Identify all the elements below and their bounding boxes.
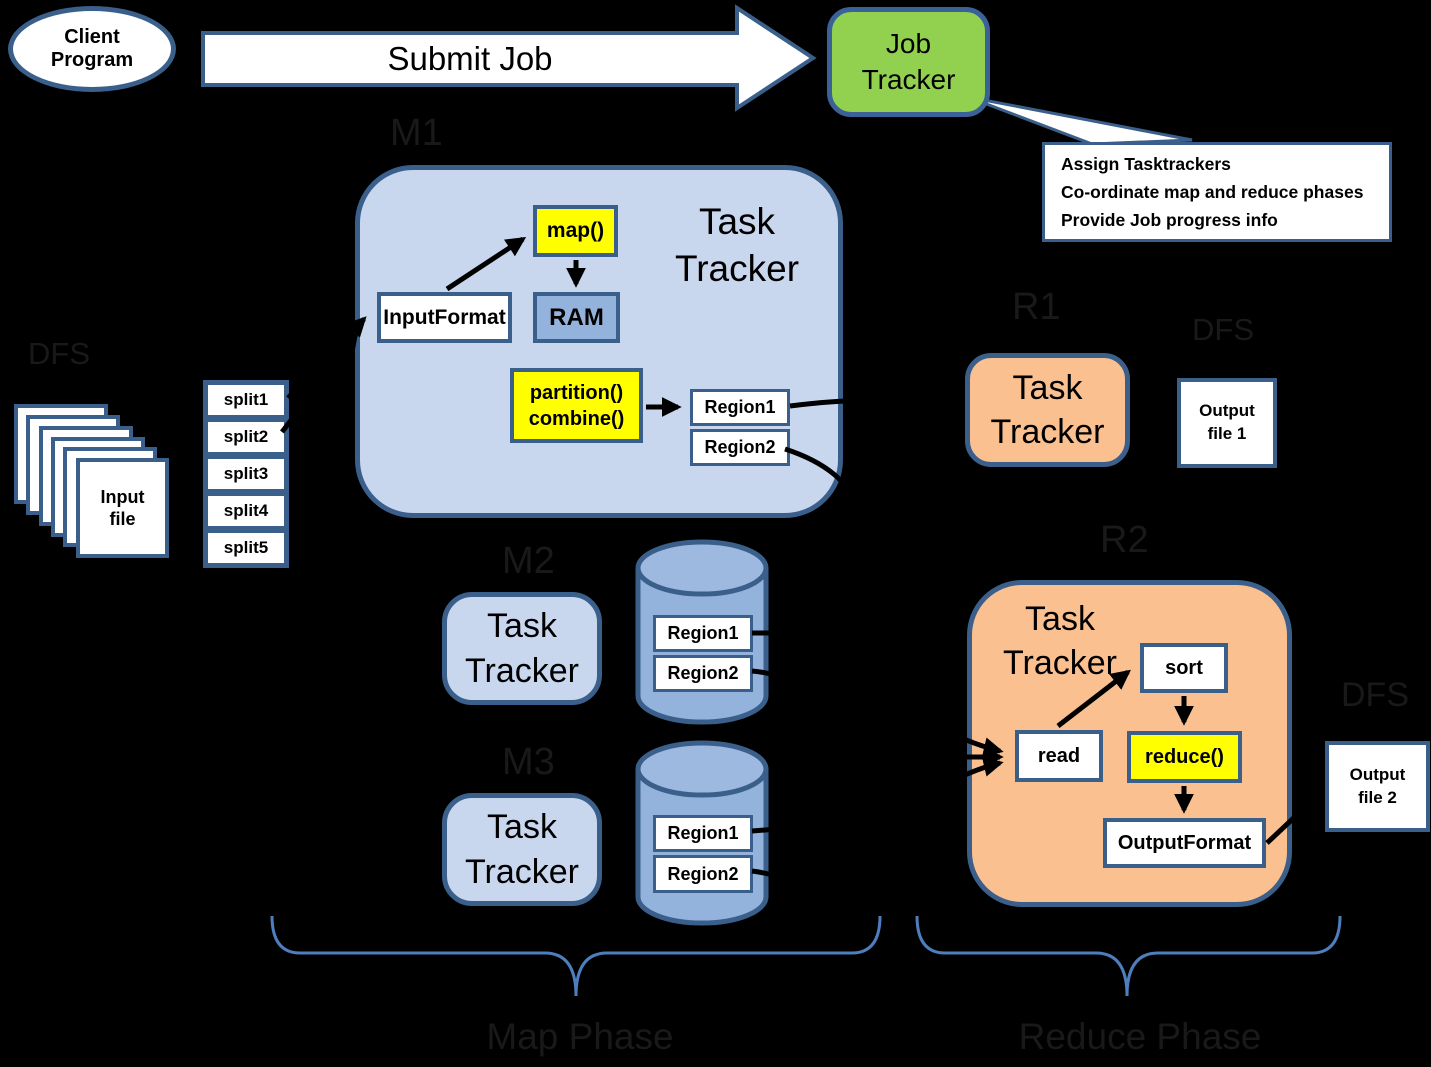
splits-column: split1 split2 split3 split4 split5 [203, 380, 289, 568]
reduce-phase-label: Reduce Phase [1018, 1016, 1262, 1057]
submit-job-label: Submit Job [387, 40, 553, 77]
dfs-left-label: DFS [28, 336, 90, 371]
dfs-r2-label: DFS [1341, 676, 1409, 714]
output-file-1-box: Output file 1 [1177, 378, 1277, 468]
r2-reduce-box: reduce() [1127, 731, 1242, 783]
line-m3-region1 [751, 824, 804, 834]
output-file-1-label: Output file 1 [1199, 401, 1255, 443]
line-m2-region2 [751, 668, 805, 693]
split-item: split2 [207, 421, 285, 453]
m1-ram-box: RAM [533, 292, 620, 343]
m2-tasktracker-box: Task Tracker [442, 592, 602, 705]
r1-label: R1 [1012, 286, 1061, 328]
callout-tail [967, 95, 1193, 146]
client-program-ellipse: Client Program [8, 6, 176, 92]
m3-tasktracker-title: Task Tracker [465, 808, 579, 891]
m2-label: M2 [502, 540, 555, 582]
split-item: split4 [207, 495, 285, 527]
input-file-front-page: Input file [76, 458, 169, 558]
split-item: split5 [207, 532, 285, 564]
r2-sort-box: sort [1140, 643, 1228, 693]
output-file-2-box: Output file 2 [1325, 741, 1430, 832]
m3-region1-box: Region1 [653, 815, 753, 852]
r2-read-box: read [1015, 730, 1103, 782]
arrow-r1-to-outputfile1 [1131, 407, 1170, 428]
m1-inputformat-box: InputFormat [377, 292, 512, 343]
m2-region2-box: Region2 [653, 655, 753, 692]
callout-line-3: Provide Job progress info [1061, 210, 1278, 230]
job-tracker-box: Job Tracker [827, 7, 990, 117]
m1-region2-box: Region2 [690, 429, 790, 466]
m3-tasktracker-box: Task Tracker [442, 793, 602, 906]
m3-cylinder-top [635, 740, 769, 798]
input-file-label: Input file [100, 486, 145, 530]
arrow-splits-to-inputformat-2 [280, 332, 359, 434]
arrow-splits-to-inputformat-1 [286, 316, 367, 400]
dfs-r1-label: DFS [1192, 312, 1254, 347]
callout-line-1: Assign Tasktrackers [1061, 154, 1231, 174]
r2-label: R2 [1100, 519, 1149, 561]
m2-cylinder-top [635, 539, 769, 597]
r1-tasktracker-title: Task Tracker [990, 368, 1105, 451]
partition-label: partition() [529, 381, 624, 404]
arrow-into-m3 [399, 843, 437, 864]
m3-label: M3 [502, 741, 555, 783]
arrow-into-m2 [399, 647, 437, 667]
r2-outputformat-box: OutputFormat [1103, 818, 1266, 868]
m1-partition-combine-box: partition() combine() [510, 368, 643, 443]
r1-tasktracker-box: Task Tracker [965, 353, 1130, 467]
line-m3-region2 [751, 868, 805, 892]
combine-label: combine() [528, 407, 625, 430]
output-file-2-label: Output file 2 [1349, 764, 1406, 807]
job-tracker-callout: Assign Tasktrackers Co-ordinate map and … [1042, 142, 1392, 242]
map-phase-label: Map Phase [486, 1016, 674, 1057]
m1-map-box: map() [533, 205, 618, 257]
callout-line-2: Co-ordinate map and reduce phases [1061, 182, 1364, 202]
m1-tasktracker-title: Task Tracker [674, 201, 800, 290]
client-program-label: Client Program [50, 26, 134, 71]
split-item: split3 [207, 458, 285, 490]
reduce-phase-brace [915, 915, 1342, 997]
m1-region1-box: Region1 [690, 389, 790, 426]
m2-region1-box: Region1 [653, 615, 753, 652]
job-tracker-label: Job Tracker [861, 27, 956, 95]
split-item: split1 [207, 384, 285, 416]
m1-label: M1 [390, 112, 443, 154]
m3-region2-box: Region2 [653, 855, 753, 893]
map-phase-brace [270, 915, 882, 997]
m2-tasktracker-title: Task Tracker [465, 607, 579, 690]
r2-tasktracker-title: Task Tracker [1003, 600, 1117, 682]
